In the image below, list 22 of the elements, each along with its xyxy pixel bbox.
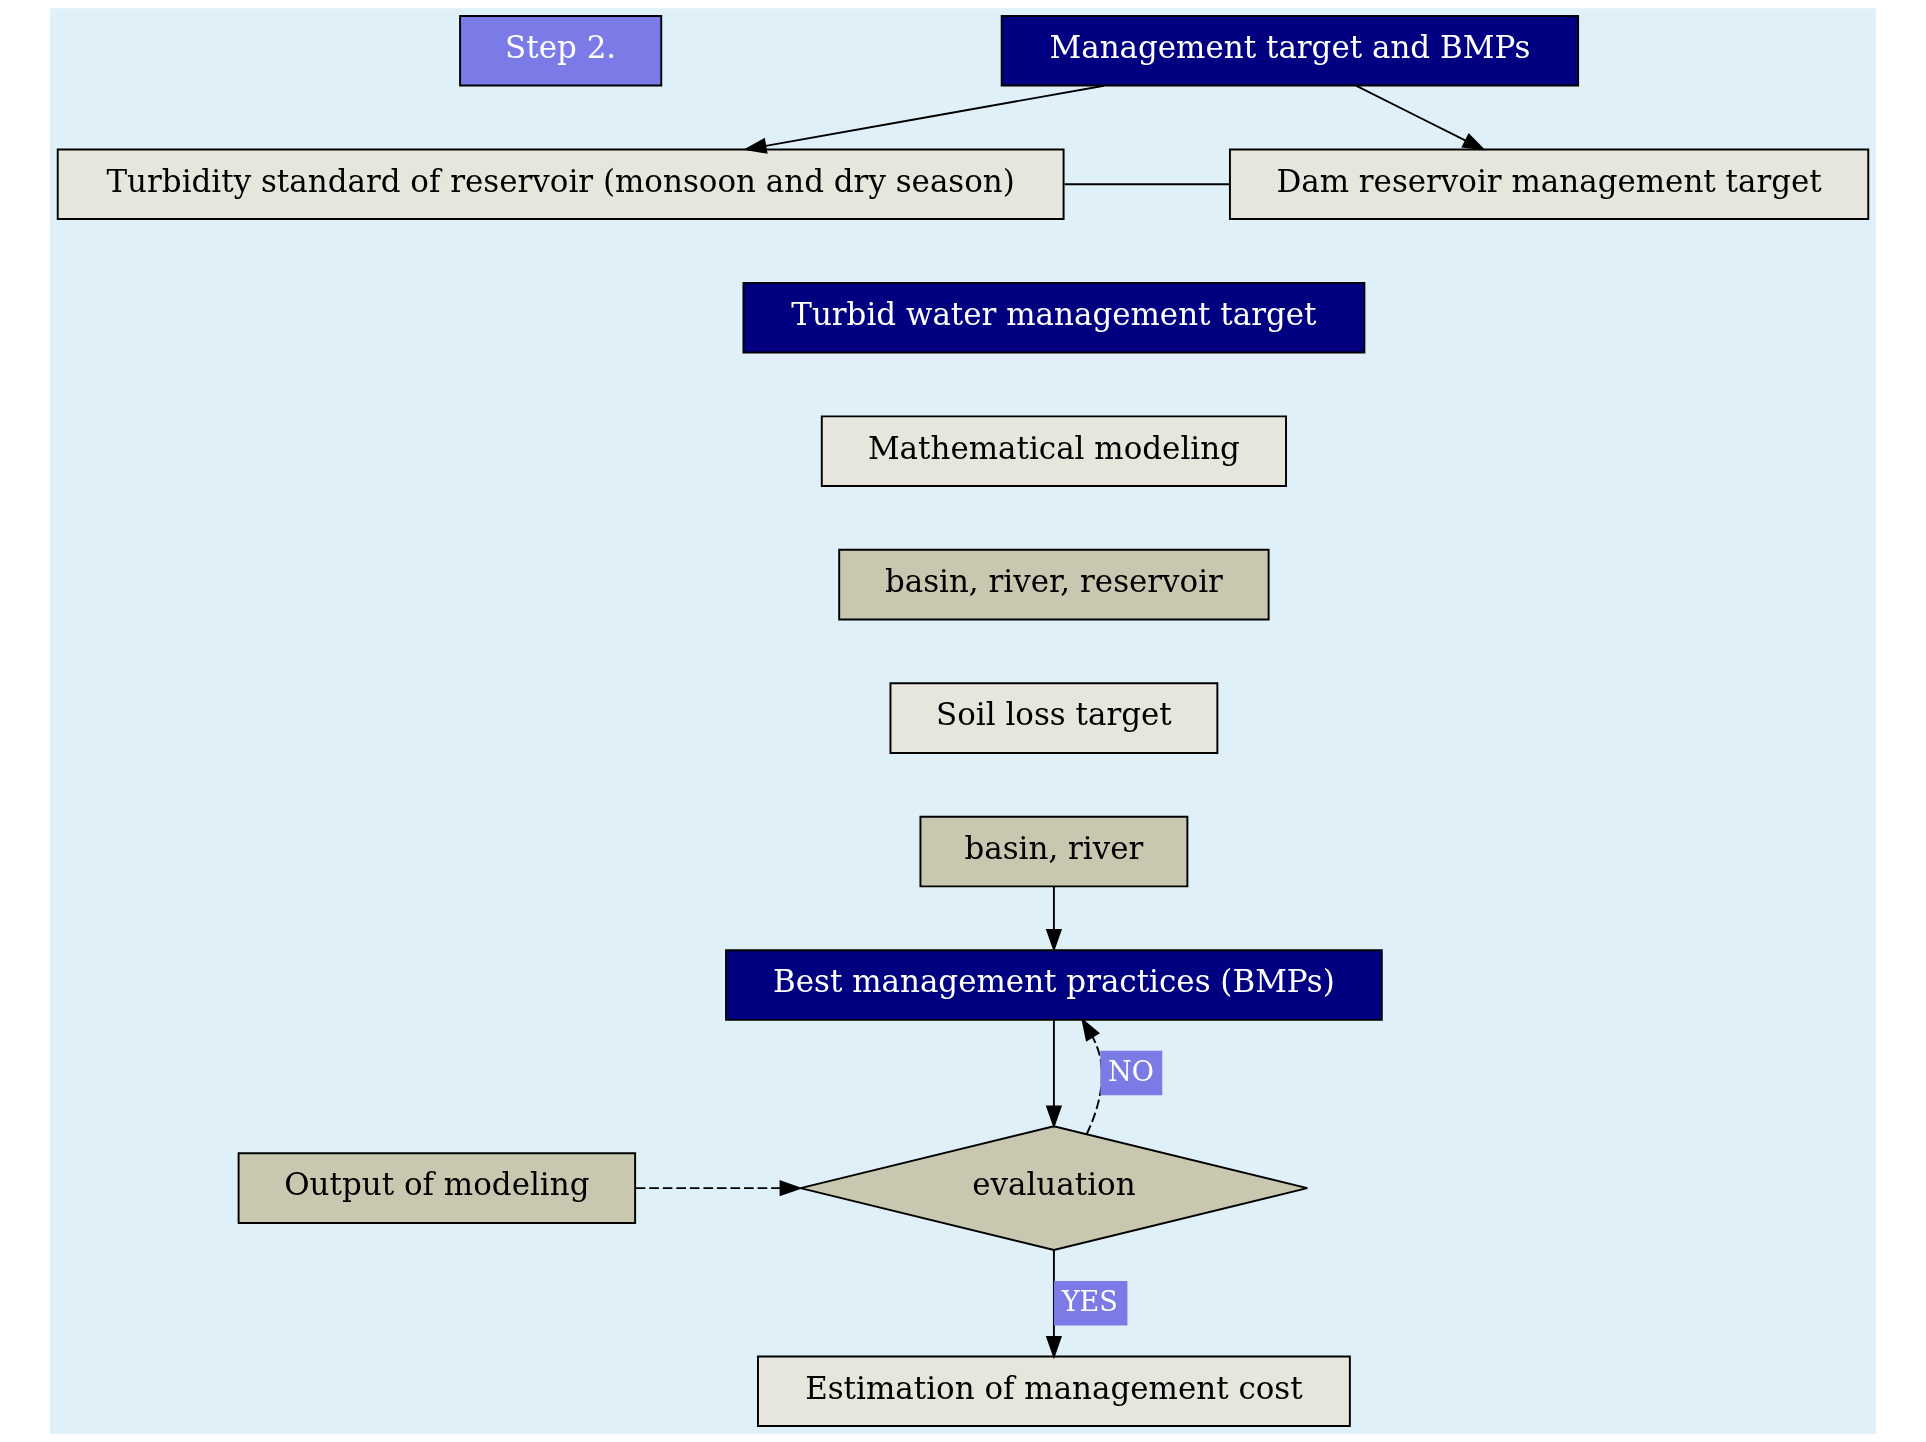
node-box: Turbid water management target — [742, 281, 1366, 354]
node-diamond: evaluation — [799, 1125, 1309, 1252]
node-box: Mathematical modeling — [820, 415, 1287, 487]
arrow — [743, 84, 1105, 154]
node-box: basin, river, reservoir — [838, 548, 1270, 621]
arrow — [1045, 1249, 1063, 1360]
node-box: Turbidity standard of reservoir (monsoon and dry season) — [56, 148, 1065, 220]
connector — [1063, 183, 1231, 186]
arrow — [1045, 1018, 1063, 1129]
node-box: Soil loss target — [889, 682, 1219, 754]
node-box: Output of modeling — [237, 1152, 637, 1224]
node-box: Best management practices (BMPs) — [725, 949, 1383, 1021]
arrow — [1355, 84, 1486, 151]
node-box: basin, river — [919, 815, 1189, 888]
edge-label: YES — [1061, 1286, 1118, 1318]
node-box: Management target and BMPs — [1000, 14, 1580, 87]
node-box: Dam reservoir management target — [1228, 148, 1870, 220]
arrow — [634, 1180, 803, 1197]
arrow — [1045, 885, 1063, 953]
node-box: Estimation of management cost — [757, 1355, 1351, 1428]
edge-label: NO — [1108, 1056, 1154, 1088]
node-box: Step 2. — [459, 14, 663, 87]
